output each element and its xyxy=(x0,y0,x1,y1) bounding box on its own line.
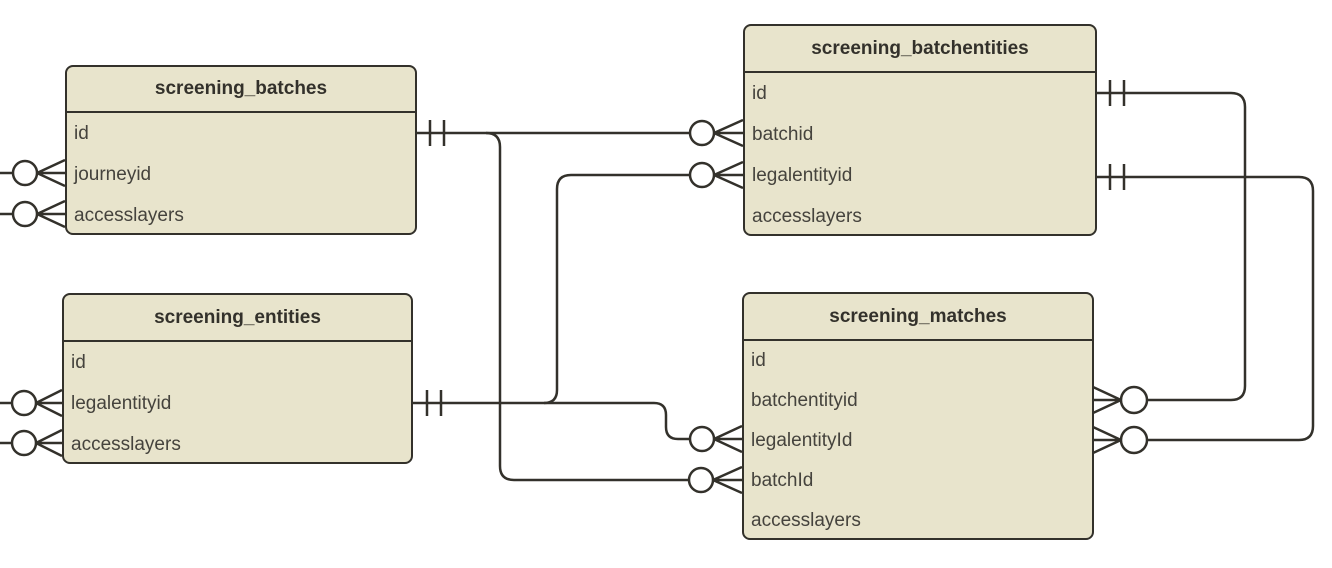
entity-screening-batches[interactable]: screening_batches id journeyid accesslay… xyxy=(65,65,417,235)
crow-foot-matches-legalentityid-left xyxy=(713,424,743,454)
zero-or-many-marker-batchentities-batchid xyxy=(688,119,716,147)
crow-foot-batches-journeyid xyxy=(36,158,66,188)
crow-foot-matches-legalentityid-right xyxy=(1092,425,1122,455)
crow-foot-matches-batchid xyxy=(712,465,743,495)
column-entities-id: id xyxy=(71,351,86,373)
one-marker-batchentities-id xyxy=(1108,80,1126,106)
entity-screening-matches[interactable]: screening_matches id batchentityid legal… xyxy=(742,292,1094,540)
column-matches-batchentityid: batchentityid xyxy=(751,390,858,411)
zero-or-many-marker-entities-accesslayers xyxy=(10,429,38,457)
zero-or-many-marker-matches-batchentityid xyxy=(1119,385,1149,415)
crow-foot-batchentities-batchid xyxy=(713,118,744,148)
relationship-group xyxy=(0,80,1315,495)
crow-foot-matches-batchentityid xyxy=(1092,385,1122,415)
column-matches-accesslayers: accesslayers xyxy=(751,510,861,531)
rel-batchentities-legalentityid-to-matches-legalentityid[interactable] xyxy=(1097,175,1315,442)
crow-foot-entities-legalentityid xyxy=(35,388,63,418)
one-marker-batches-id xyxy=(428,120,446,146)
zero-or-many-marker-batchentities-legalentityid xyxy=(688,161,716,189)
entity-screening-batchentities[interactable]: screening_batchentities id batchid legal… xyxy=(743,24,1097,236)
rel-batchentities-id-to-matches-batchentityid[interactable] xyxy=(1097,91,1247,402)
column-batchentities-accesslayers: accesslayers xyxy=(752,205,862,227)
entity-screening-entities[interactable]: screening_entities id legalentityid acce… xyxy=(62,293,413,464)
column-entities-legalentityid: legalentityid xyxy=(71,392,172,414)
rel-entities-legalentityid-to-matches-legalentityid[interactable] xyxy=(413,401,690,441)
zero-or-many-marker-batches-journeyid xyxy=(11,159,39,187)
entity-title-screening-batchentities: screening_batchentities xyxy=(745,26,1095,73)
column-batches-accesslayers: accesslayers xyxy=(74,204,184,226)
entity-title-screening-matches: screening_matches xyxy=(744,294,1092,341)
column-entities-accesslayers: accesslayers xyxy=(71,433,181,455)
column-batchentities-legalentityid: legalentityid xyxy=(752,164,853,186)
zero-or-many-marker-matches-legalentityid-left xyxy=(688,425,716,453)
zero-or-many-marker-entities-legalentityid xyxy=(10,389,38,417)
entity-title-screening-entities: screening_entities xyxy=(64,295,411,342)
rel-entities-legalentityid-to-batchentities-legalentityid[interactable] xyxy=(543,173,690,405)
zero-or-many-marker-matches-legalentityid-right xyxy=(1119,425,1149,455)
zero-or-many-marker-batches-accesslayers xyxy=(11,200,39,228)
column-batches-journeyid: journeyid xyxy=(74,163,152,185)
one-marker-entities-legalentityid xyxy=(425,390,443,416)
column-matches-id: id xyxy=(751,350,766,371)
crow-foot-batches-accesslayers xyxy=(36,199,66,229)
column-matches-batchid: batchId xyxy=(751,470,814,491)
crow-foot-batchentities-legalentityid xyxy=(713,160,744,190)
column-batches-id: id xyxy=(74,122,89,144)
column-matches-legalentityid: legalentityId xyxy=(751,430,853,451)
one-marker-batchentities-legalentityid xyxy=(1108,164,1126,190)
column-batchentities-batchid: batchid xyxy=(752,123,814,145)
rel-batches-id-to-matches-batchid[interactable] xyxy=(485,131,689,482)
entity-title-screening-batches: screening_batches xyxy=(67,67,415,113)
zero-or-many-marker-matches-batchid xyxy=(687,466,715,494)
column-batchentities-id: id xyxy=(752,82,767,104)
crow-foot-entities-accesslayers xyxy=(35,428,63,458)
